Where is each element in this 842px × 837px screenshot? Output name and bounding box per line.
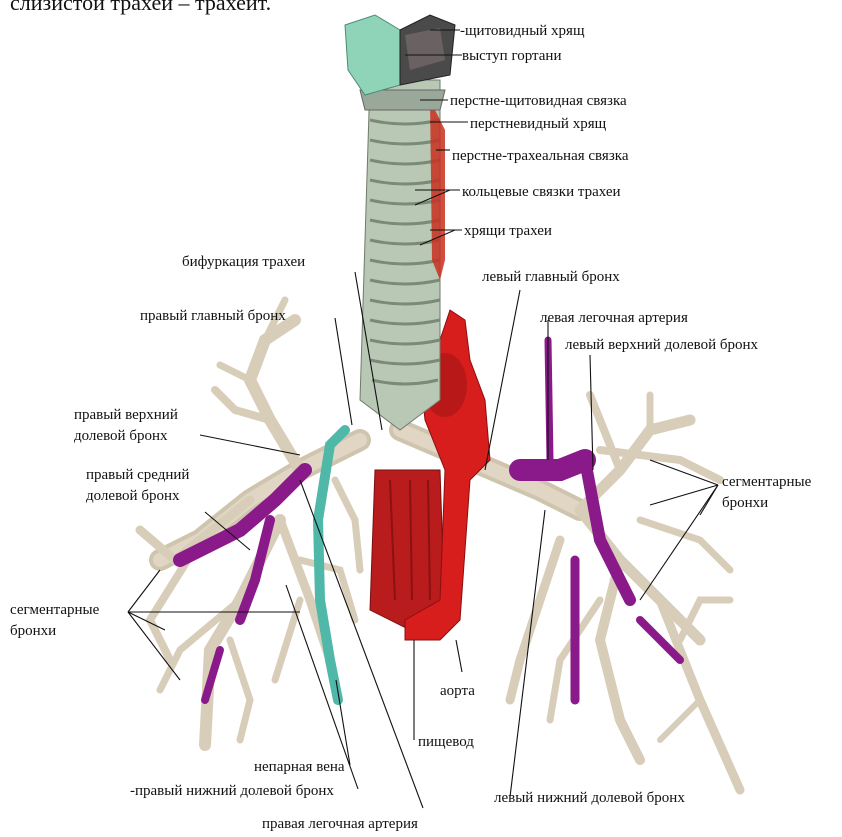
label-segmental-bronchi-left-2: бронхи [722, 495, 768, 511]
label-annular-ligaments: кольцевые связки трахеи [462, 184, 621, 200]
label-segmental-bronchi-right-2: бронхи [10, 623, 56, 639]
label-right-middle-lobar-bronchus-2: долевой бронх [86, 488, 180, 504]
label-cricotracheal-ligament: перстне-трахеальная связка [452, 148, 629, 164]
label-right-main-bronchus: правый главный бронх [140, 308, 286, 324]
label-tracheal-bifurcation: бифуркация трахеи [182, 254, 305, 270]
label-laryngeal-prominence: выступ гортани [462, 48, 562, 64]
label-azygos-vein: непарная вена [254, 759, 345, 775]
label-right-upper-lobar-bronchus-2: долевой бронх [74, 428, 168, 444]
header-fragment: слизистой трахеи – трахеит. [10, 0, 271, 15]
label-left-pulmonary-artery: левая легочная артерия [540, 310, 688, 326]
label-cricothyroid-ligament: перстне-щитовидная связка [450, 93, 627, 109]
label-left-main-bronchus: левый главный бронх [482, 269, 620, 285]
label-cricoid-cartilage: перстневидный хрящ [470, 116, 607, 132]
label-tracheal-cartilages: хрящи трахеи [464, 223, 552, 239]
label-right-middle-lobar-bronchus-1: правый средний [86, 467, 189, 483]
label-segmental-bronchi-left-1: сегментарные [722, 474, 812, 490]
larynx [345, 15, 455, 110]
label-left-upper-lobar-bronchus: левый верхний долевой бронх [565, 337, 759, 353]
label-right-pulmonary-artery: правая легочная артерия [262, 816, 418, 832]
label-right-lower-lobar-bronchus: -правый нижний долевой бронх [130, 783, 334, 799]
label-left-lower-lobar-bronchus: левый нижний долевой бронх [494, 790, 685, 806]
label-segmental-bronchi-right-1: сегментарные [10, 602, 100, 618]
label-esophagus: пищевод [418, 734, 474, 750]
label-right-upper-lobar-bronchus-1: правый верхний [74, 407, 178, 423]
anatomy-illustration [140, 15, 740, 790]
label-thyroid-cartilage: -щитовидный хрящ [460, 23, 585, 39]
label-aorta: аорта [440, 683, 475, 699]
